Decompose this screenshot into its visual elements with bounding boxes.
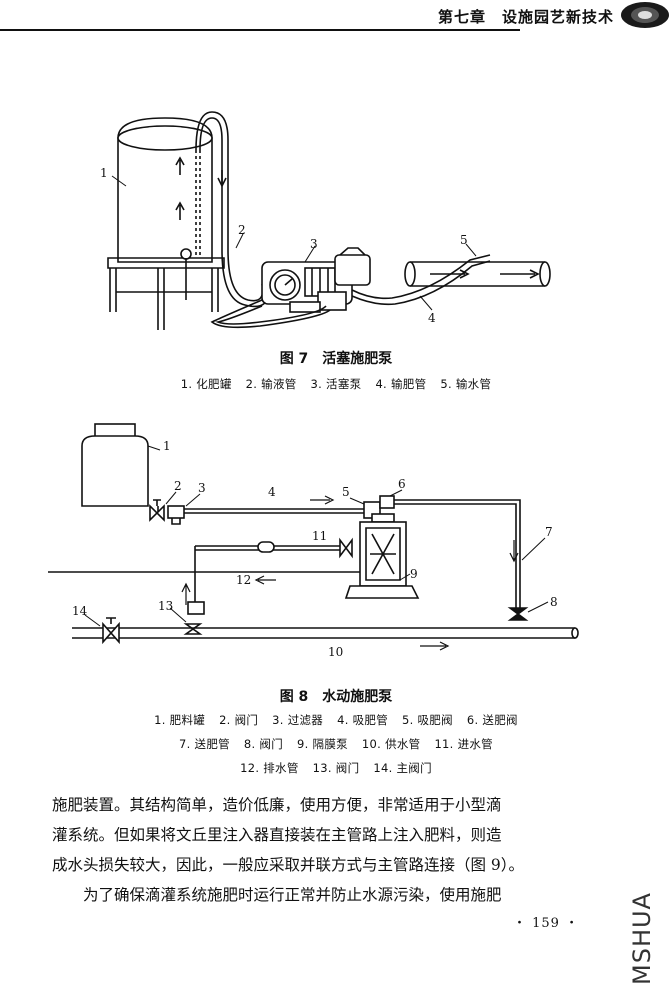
chapter-title: 第七章 设施园艺新技术 — [437, 8, 614, 26]
valve-2-icon — [149, 504, 165, 522]
fig8-callout-1: 1 — [163, 439, 171, 453]
fig8-callout-6: 6 — [398, 477, 406, 491]
fig7-legend-item: 4. 输肥管 — [375, 377, 427, 391]
fig8-legend-item: 5. 吸肥阀 — [401, 713, 453, 727]
body-paragraph: 施肥装置。其结构简单，造价低廉，使用方便，非常适用于小型滴 灌系统。但如果将文丘… — [52, 790, 612, 910]
fig7-callout-2: 2 — [238, 223, 246, 237]
chapter-ornament-icon — [621, 2, 669, 28]
watermark: MSHUA — [628, 892, 656, 985]
fig8-callout-2: 2 — [174, 479, 182, 493]
fig8-legend-item: 6. 送肥阀 — [466, 713, 518, 727]
fig8-legend-item: 10. 供水管 — [361, 737, 421, 751]
fig8-legend-item: 11. 进水管 — [434, 737, 493, 751]
figure-8-legend-row-1: 1. 肥料罐 2. 阀门 3. 过滤器 4. 吸肥管 5. 吸肥阀 6. 送肥阀 — [0, 712, 672, 728]
fig8-callout-3: 3 — [198, 481, 206, 495]
valve-13-icon — [183, 623, 203, 635]
page-number: ・ 159 ・ — [513, 916, 580, 931]
valve-8-icon — [507, 607, 529, 621]
body-line: 施肥装置。其结构简单，造价低廉，使用方便，非常适用于小型滴 — [52, 796, 502, 814]
diaphragm-pump — [344, 513, 420, 599]
fig8-legend-item: 7. 送肥管 — [179, 737, 230, 751]
fig8-legend-item: 9. 隔膜泵 — [297, 737, 348, 751]
body-line: 成水头损失较大，因此，一般应采取并联方式与主管路连接（图 9）。 — [52, 856, 525, 874]
running-header: 第七章 设施园艺新技术 — [0, 0, 669, 32]
fig8-callout-8: 8 — [550, 595, 558, 609]
figure-8-diagram: 1 2 3 4 5 6 7 8 9 10 11 12 13 14 — [48, 423, 579, 659]
fig7-legend-item: 5. 输水管 — [440, 377, 492, 391]
liquid-tube — [199, 117, 270, 308]
fertilizer-delivery-tube — [351, 254, 491, 300]
fig8-legend-item: 13. 阀门 — [312, 761, 360, 775]
fig8-legend-item: 14. 主阀门 — [373, 761, 432, 775]
figure-7-legend: 1. 化肥罐 2. 输液管 3. 活塞泵 4. 输肥管 5. 输水管 — [0, 376, 672, 392]
fig8-callout-13: 13 — [158, 599, 173, 613]
fig7-legend-item: 2. 输液管 — [245, 377, 297, 391]
fig8-legend-item: 12. 排水管 — [240, 761, 299, 775]
figure-7-title: 图 7 活塞施肥泵 — [279, 351, 393, 367]
fig8-callout-7: 7 — [545, 525, 553, 539]
body-line: 灌系统。但如果将文丘里注入器直接装在主管路上注入肥料，则造 — [52, 826, 502, 844]
body-line: 为了确保滴灌系统施肥时运行正常并防止水源污染，使用施肥 — [52, 886, 502, 904]
fig8-callout-4: 4 — [268, 485, 276, 499]
figure-7-diagram: 1 2 3 4 5 — [100, 111, 551, 330]
fig8-callout-11: 11 — [312, 529, 327, 543]
fig8-callout-9: 9 — [410, 567, 418, 581]
figure-8-legend-row-3: 12. 排水管 13. 阀门 14. 主阀门 — [0, 760, 672, 776]
fig8-legend-item: 2. 阀门 — [219, 713, 259, 727]
filter-icon — [167, 505, 185, 519]
fig7-legend-item: 1. 化肥罐 — [180, 377, 232, 391]
figure-8-legend-row-2: 7. 送肥管 8. 阀门 9. 隔膜泵 10. 供水管 11. 进水管 — [0, 736, 672, 752]
fig8-legend-item: 8. 阀门 — [243, 737, 284, 751]
fig8-callout-14: 14 — [72, 604, 88, 618]
fertilizer-tank — [81, 423, 149, 507]
main-valve-icon — [102, 621, 120, 645]
fig8-legend-item: 1. 肥料罐 — [154, 713, 206, 727]
piston-pump — [261, 247, 371, 313]
figure-8-title: 图 8 水动施肥泵 — [279, 689, 393, 705]
fig7-callout-4: 4 — [428, 311, 436, 325]
fig8-callout-10: 10 — [328, 645, 343, 659]
tank-stand — [107, 257, 225, 330]
fig7-callout-5: 5 — [460, 233, 468, 247]
header-rule — [0, 29, 520, 31]
fig7-callout-3: 3 — [310, 237, 318, 251]
supply-pipe — [72, 627, 575, 639]
water-pipe — [404, 261, 551, 287]
fig8-legend-item: 3. 过滤器 — [272, 713, 324, 727]
fig7-callout-1: 1 — [100, 166, 108, 180]
fig7-legend-item: 3. 活塞泵 — [310, 377, 362, 391]
fig8-callout-12: 12 — [236, 573, 251, 587]
fig8-legend-item: 4. 吸肥管 — [337, 713, 389, 727]
fig8-callout-5: 5 — [342, 485, 350, 499]
